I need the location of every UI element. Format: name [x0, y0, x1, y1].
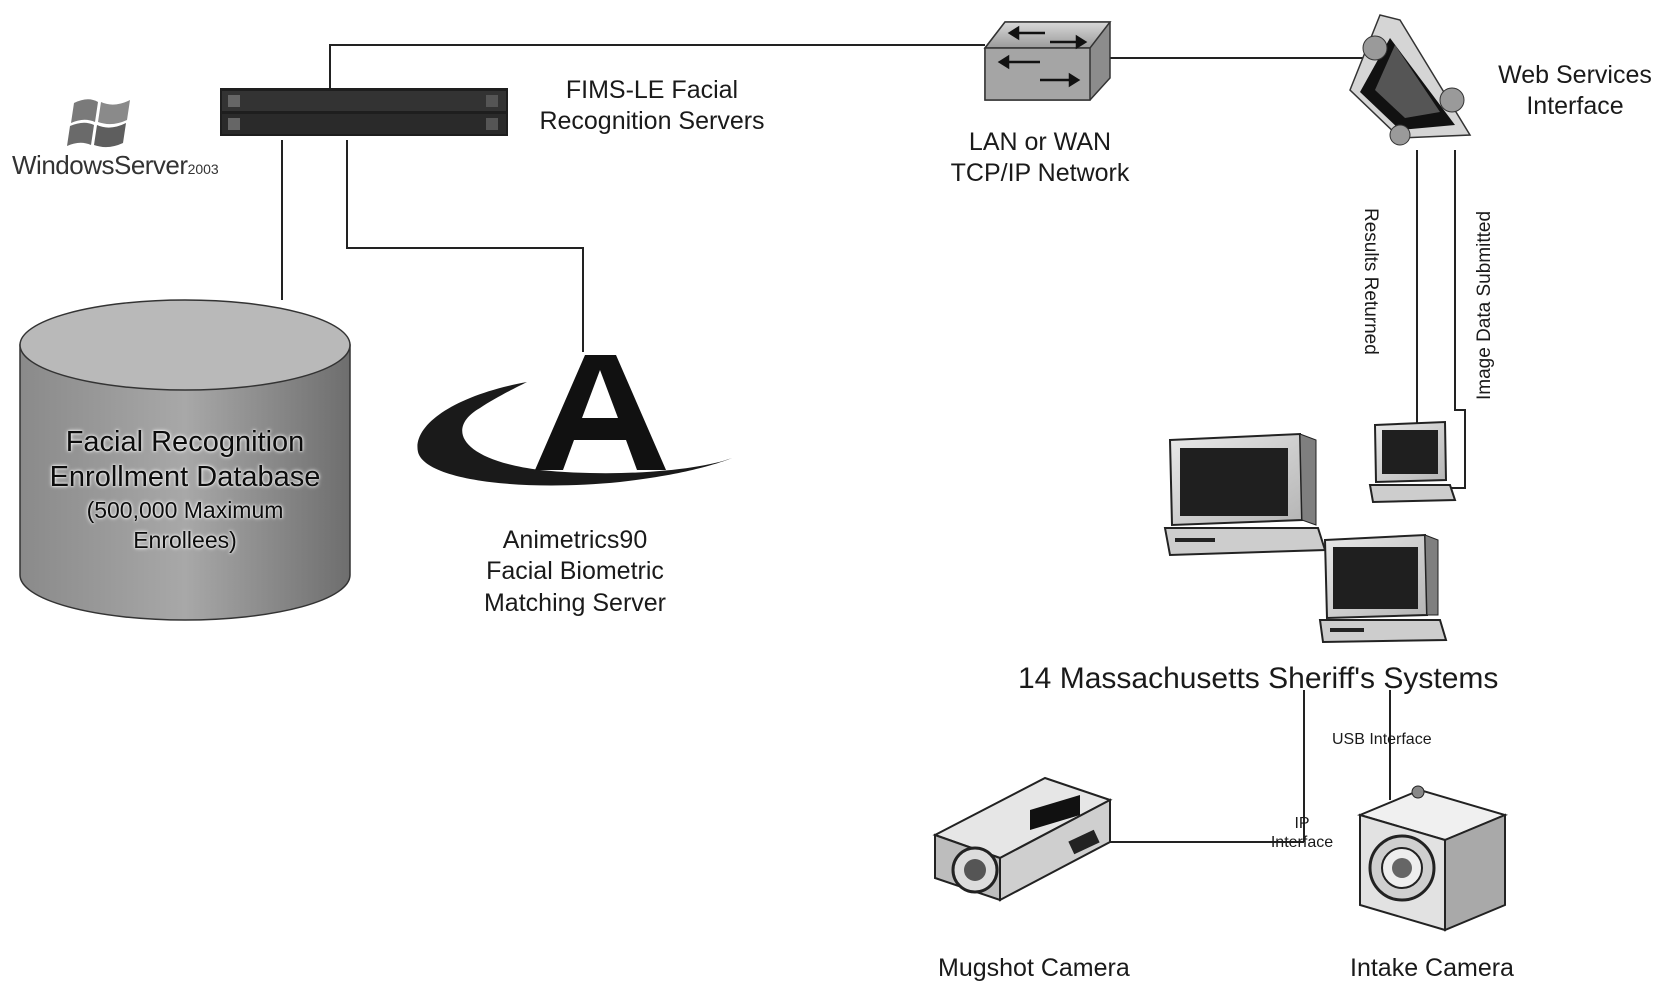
web-services-label-line: Web Services — [1498, 61, 1652, 89]
ip-interface-label-line: IP — [1294, 815, 1310, 832]
database-detail-line: Enrollees) — [133, 526, 237, 553]
connection-lines — [281, 44, 1466, 843]
animetrics-label-line: Animetrics90 — [502, 526, 648, 554]
network-label-line: TCP/IP Network — [950, 159, 1130, 188]
image-data-submitted-label: Image Data Submitted — [1474, 210, 1495, 400]
servers-label-line: Recognition Servers — [539, 107, 765, 136]
sheriff-workstation-icon — [1163, 432, 1327, 557]
link-servers-to-switch — [329, 44, 985, 95]
animetrics-label-line: Matching Server — [483, 588, 667, 617]
servers-label: FIMS-LE Facial Recognition Servers — [512, 75, 792, 138]
windows-flag-icon — [67, 99, 130, 148]
web-services-label: Web Services Interface — [1480, 60, 1670, 123]
network-label: LAN or WAN TCP/IP Network — [920, 127, 1160, 190]
web-services-label-line: Interface — [1526, 92, 1624, 121]
intake-camera-label: Intake Camera — [1350, 954, 1514, 982]
database-detail-line: (500,000 Maximum — [86, 496, 284, 523]
network-label-line: LAN or WAN — [968, 128, 1112, 156]
animetrics-label: Animetrics90 Facial Biometric Matching S… — [440, 525, 710, 619]
ip-interface-label-line: Interface — [1270, 834, 1334, 852]
sheriff-workstation-icon — [1318, 533, 1448, 644]
mugshot-camera-label: Mugshot Camera — [938, 954, 1130, 982]
windows-server-version: 2003 — [187, 161, 219, 177]
usb-interface-label: USB Interface — [1332, 731, 1432, 748]
results-returned-label: Results Returned — [1360, 208, 1381, 355]
servers-label-line: FIMS-LE Facial — [565, 76, 739, 104]
database-title-line: Facial Recognition — [65, 426, 305, 458]
link-image-submitted — [1450, 150, 1466, 489]
network-switch-icon — [983, 21, 1112, 101]
database-title-line: Enrollment Database — [49, 461, 321, 494]
mugshot-camera-icon — [932, 776, 1113, 902]
sheriff-systems-label: 14 Massachusetts Sheriff's Systems — [1018, 662, 1499, 695]
link-servers-to-animetrics — [346, 140, 584, 352]
web-services-interface-icon — [1349, 14, 1472, 146]
animetrics-label-line: Facial Biometric — [486, 557, 664, 586]
intake-camera-icon — [1357, 785, 1508, 932]
facial-recognition-servers-icon — [220, 88, 508, 136]
ip-interface-label: IP Interface — [1262, 814, 1342, 852]
database-icon — [19, 299, 351, 621]
sheriff-workstation-icon — [1368, 420, 1457, 504]
windows-server-wordmark: WindowsServer — [12, 150, 188, 180]
windows-server-logo: WindowsServer2003 — [12, 150, 219, 181]
database-label: Facial Recognition Enrollment Database (… — [20, 425, 350, 556]
animetrics-logo-icon — [417, 355, 732, 486]
